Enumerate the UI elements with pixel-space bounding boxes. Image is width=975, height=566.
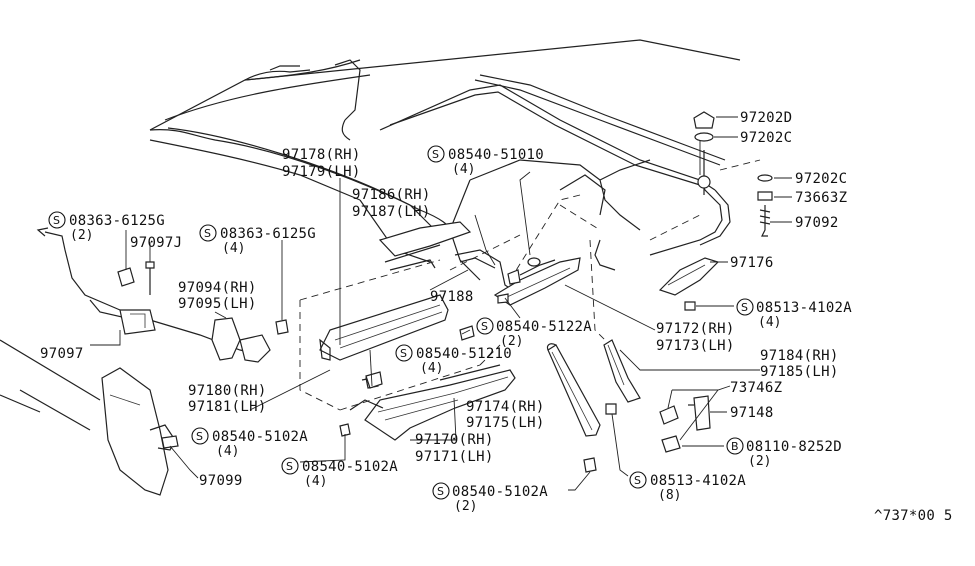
s-symbol-08540-b bbox=[281, 457, 299, 475]
label-97174: 97174(RH) bbox=[466, 399, 545, 415]
b-symbol-08110 bbox=[726, 437, 744, 455]
label-97099: 97099 bbox=[199, 473, 243, 489]
s-symbol-08540-a bbox=[191, 427, 209, 445]
roof-panel bbox=[0, 39, 741, 431]
qty-08363-6125G-b: (4) bbox=[222, 241, 245, 256]
fasteners bbox=[117, 111, 773, 473]
label-08540-5102A-b: 08540-5102A bbox=[302, 459, 398, 475]
s-letter-08363-a: S bbox=[53, 214, 60, 227]
label-97188: 97188 bbox=[430, 289, 474, 305]
label-97097J: 97097J bbox=[130, 235, 182, 251]
qty-08540-5102A-a: (4) bbox=[216, 444, 239, 459]
s-letter-08540-c: S bbox=[437, 485, 444, 498]
label-08540-5122A: 08540-5122A bbox=[496, 319, 592, 335]
label-97202D: 97202D bbox=[740, 110, 792, 126]
roof-side-rail-97178 bbox=[378, 221, 472, 271]
qty-08540-5122A: (2) bbox=[500, 334, 523, 349]
qty-08513-4102A-b: (8) bbox=[658, 488, 681, 503]
label-97185: 97185(LH) bbox=[760, 364, 839, 380]
corner-bracket-97176 bbox=[658, 257, 720, 296]
label-97148: 97148 bbox=[730, 405, 774, 421]
pillar-strip-97174-left bbox=[546, 343, 601, 437]
header-bow bbox=[244, 59, 361, 141]
bracket-97094 bbox=[211, 317, 271, 363]
label-97184: 97184(RH) bbox=[760, 348, 839, 364]
s-letter-08513-a: S bbox=[741, 301, 748, 314]
qty-08540-5102A-b: (4) bbox=[304, 474, 327, 489]
reference-box bbox=[299, 159, 761, 411]
qty-08540-51010: (4) bbox=[452, 162, 475, 177]
label-97179: 97179(LH) bbox=[282, 164, 361, 180]
label-97202C-b: 97202C bbox=[795, 171, 847, 187]
label-08110-8252D: 08110-8252D bbox=[746, 439, 842, 455]
label-97202C-a: 97202C bbox=[740, 130, 792, 146]
part-labels: 97202D 97202C 97202C 73663Z 97092 97176 … bbox=[40, 110, 953, 524]
label-08363-6125G-b: 08363-6125G bbox=[220, 226, 316, 242]
label-73663Z: 73663Z bbox=[795, 190, 847, 206]
label-08540-51010: 08540-51010 bbox=[448, 147, 544, 163]
s-symbol-08513-b bbox=[629, 471, 647, 489]
weatherstrip-97170 bbox=[349, 369, 516, 441]
s-letter-08513-b: S bbox=[634, 474, 641, 487]
qty-08513-4102A-a: (4) bbox=[758, 315, 781, 330]
s-letter-08363-b: S bbox=[204, 227, 211, 240]
s-symbol-08540-c bbox=[432, 482, 450, 500]
b-letter-08110: B bbox=[731, 440, 739, 453]
label-97181: 97181(LH) bbox=[188, 399, 267, 415]
qty-08540-51210: (4) bbox=[420, 361, 443, 376]
leader-lines bbox=[90, 116, 792, 491]
s-letter-08540-51010: S bbox=[432, 148, 439, 161]
s-letter-08540-a: S bbox=[196, 430, 203, 443]
label-97178: 97178(RH) bbox=[282, 147, 361, 163]
pillar-strip-97184 bbox=[603, 339, 641, 403]
reference-code: ^737*00 5 bbox=[874, 508, 953, 524]
s-symbol-08363-b bbox=[199, 224, 217, 242]
label-08513-4102A-b: 08513-4102A bbox=[650, 473, 746, 489]
label-08363-6125G-a: 08363-6125G bbox=[69, 213, 165, 229]
qty-08363-6125G-a: (2) bbox=[70, 228, 93, 243]
label-97180: 97180(RH) bbox=[188, 383, 267, 399]
label-97170: 97170(RH) bbox=[415, 432, 494, 448]
label-97092: 97092 bbox=[795, 215, 839, 231]
s-symbol-08540-51010 bbox=[427, 145, 445, 163]
label-97176: 97176 bbox=[730, 255, 774, 271]
label-97175: 97175(LH) bbox=[466, 415, 545, 431]
label-73746Z: 73746Z bbox=[730, 380, 782, 396]
label-97095: 97095(LH) bbox=[178, 296, 257, 312]
label-97097: 97097 bbox=[40, 346, 84, 362]
s-symbol-08363-a bbox=[48, 211, 66, 229]
trim-panel-97099 bbox=[101, 367, 176, 496]
s-symbol-08513-a bbox=[736, 298, 754, 316]
label-97172: 97172(RH) bbox=[656, 321, 735, 337]
label-97173: 97173(LH) bbox=[656, 338, 735, 354]
front-strip-97174 bbox=[439, 364, 501, 381]
s-letter-08540-5122A: S bbox=[481, 320, 488, 333]
label-08540-5102A-a: 08540-5102A bbox=[212, 429, 308, 445]
qty-08540-5102A-c: (2) bbox=[454, 499, 477, 514]
label-08540-5102A-c: 08540-5102A bbox=[452, 484, 548, 500]
label-97186: 97186(RH) bbox=[352, 187, 431, 203]
rear-rail-97172 bbox=[493, 257, 581, 306]
s-letter-08540-51210: S bbox=[400, 347, 407, 360]
label-97187: 97187(LH) bbox=[352, 204, 431, 220]
front-side-rail-97180 bbox=[319, 294, 449, 361]
s-symbol-08540-5122A bbox=[476, 317, 494, 335]
label-08513-4102A-a: 08513-4102A bbox=[756, 300, 852, 316]
qty-08110-8252D: (2) bbox=[748, 454, 771, 469]
label-08540-51210: 08540-51210 bbox=[416, 346, 512, 362]
s-symbol-08540-51210 bbox=[395, 344, 413, 362]
label-97094: 97094(RH) bbox=[178, 280, 257, 296]
s-letter-08540-b: S bbox=[286, 460, 293, 473]
quarter-panel bbox=[449, 159, 606, 281]
label-97171: 97171(LH) bbox=[415, 449, 494, 465]
